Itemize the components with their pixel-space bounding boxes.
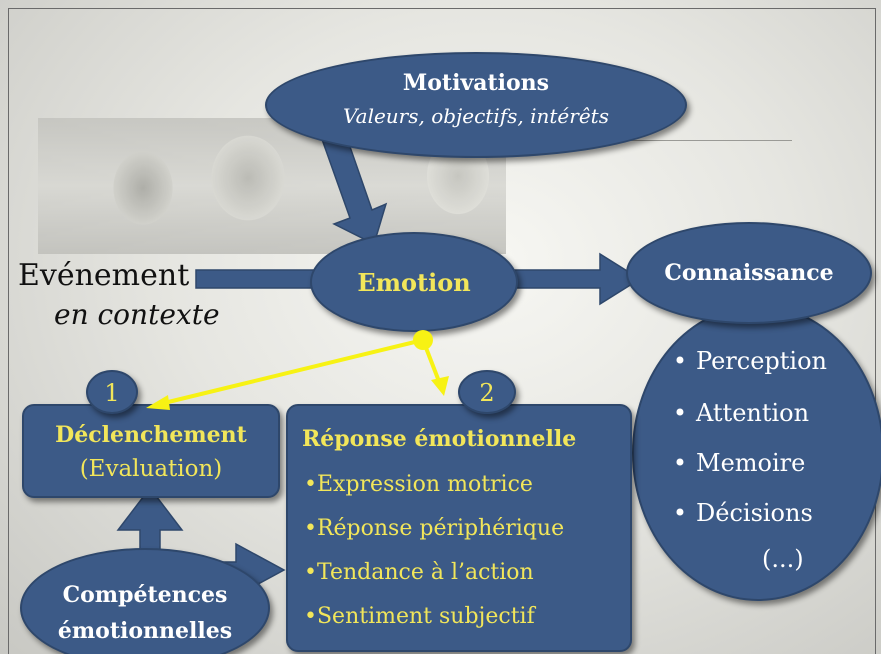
declenchement-subtitle: (Evaluation) [79, 456, 223, 482]
yellow-arrowhead-declenchement [146, 395, 170, 410]
bullet-icon: • [672, 399, 688, 427]
arrow-emotion-to-connaissance [511, 252, 642, 306]
list-item-label: Attention [696, 399, 810, 427]
reponse-box: Réponse émotionnelle •Expression motrice… [286, 404, 632, 652]
list-item-label: Perception [696, 347, 827, 375]
list-item: • Attention [664, 399, 809, 427]
reponse-item: •Tendance à l’action [304, 560, 534, 585]
declenchement-title: Déclenchement [55, 422, 247, 448]
reponse-item: •Réponse périphérique [304, 516, 565, 541]
list-item: • Décisions [664, 499, 813, 527]
competences-line1: Compétences [62, 582, 228, 608]
emotion-label: Emotion [357, 268, 471, 297]
step-number-1: 1 [86, 370, 138, 414]
list-more: (...) [762, 545, 804, 573]
yellow-arrowhead-reponse [431, 376, 449, 396]
reponse-title: Réponse émotionnelle [302, 426, 577, 452]
connaissance-ellipse: Connaissance [626, 222, 872, 324]
event-context-label: en contexte [54, 298, 220, 331]
event-label: Evénement [18, 258, 190, 293]
bullet-icon: • [672, 449, 688, 477]
step-number-2: 2 [458, 370, 516, 414]
yellow-origin-dot [413, 330, 433, 350]
emotion-ellipse: Emotion [310, 232, 518, 332]
list-item-label: Memoire [696, 449, 806, 477]
motivations-subtitle: Valeurs, objectifs, intérêts [343, 104, 609, 128]
step-number-label: 2 [479, 379, 495, 407]
yellow-arrow-to-declenchement [159, 338, 424, 406]
declenchement-box: Déclenchement (Evaluation) [22, 404, 280, 498]
motivations-title: Motivations [402, 70, 550, 96]
step-number-label: 1 [104, 379, 120, 407]
reponse-item: •Expression motrice [304, 472, 533, 497]
bullet-icon: • [672, 347, 688, 375]
list-item: • Memoire [664, 449, 805, 477]
list-item: • Perception [664, 347, 827, 375]
competences-line2: émotionnelles [57, 618, 233, 644]
motivations-ellipse: Motivations Valeurs, objectifs, intérêts [265, 52, 687, 158]
connaissance-list-ellipse: • Perception • Attention • Memoire • Décisio… [632, 305, 881, 601]
list-item-label: Décisions [696, 499, 813, 527]
reponse-item: •Sentiment subjectif [304, 604, 535, 629]
competences-ellipse: Compétences émotionnelles [20, 548, 270, 654]
connaissance-label: Connaissance [664, 260, 834, 286]
bullet-icon: • [672, 499, 688, 527]
